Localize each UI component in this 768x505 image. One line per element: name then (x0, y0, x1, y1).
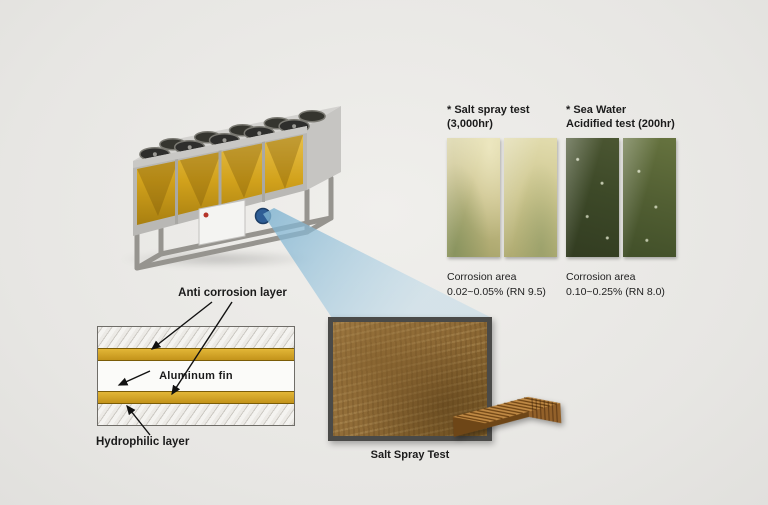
anti-corrosion-label: Anti corrosion layer (178, 287, 287, 299)
unit-top-rail (133, 126, 307, 168)
sea-water-result-caption: Corrosion area 0.10~0.25% (RN 8.0) (566, 270, 680, 299)
aluminum-fin-band: Aluminum fin (98, 361, 294, 391)
unit-end-panel (307, 106, 341, 190)
hydrophilic-band-top (98, 327, 294, 348)
sea-water-title-line2: Acidified test (200hr) (566, 117, 675, 130)
anti-corrosion-band-top (98, 348, 294, 361)
sea-water-title-line1: * Sea Water (566, 104, 627, 116)
sea-water-sample-left (566, 138, 619, 257)
salt-spray-sample-right (504, 138, 557, 257)
sea-water-result-column: * Sea Water Acidified test (200hr) Corro… (566, 104, 680, 299)
hydrophilic-label: Hydrophilic layer (96, 436, 190, 448)
salt-spray-title-line2: (3,000hr) (447, 117, 493, 130)
salt-spray-sample-panels (447, 138, 561, 257)
salt-spray-caption: Salt Spray Test (370, 449, 450, 461)
coil-end-fins (531, 397, 558, 423)
coil-posts (175, 136, 265, 224)
sea-water-sample-panels (566, 138, 680, 257)
hydrophilic-band-bottom (98, 404, 294, 425)
sea-water-sample-right (623, 138, 676, 257)
fin-layer-diagram: Aluminum fin (97, 326, 295, 426)
pump (254, 207, 272, 225)
salt-spray-sample-left (447, 138, 500, 257)
coil-v-shading (137, 135, 303, 216)
salt-spray-title-line1: * Salt spray test (447, 104, 530, 116)
sea-water-result-title: * Sea Water Acidified test (200hr) (566, 104, 680, 132)
salt-spray-caption-line2: 0.02~0.05% (RN 9.5) (447, 285, 546, 298)
sea-water-caption-line1: Corrosion area (566, 271, 636, 283)
coil-fin-lines (456, 397, 557, 423)
logo-dot (203, 212, 209, 218)
salt-spray-result-column: * Salt spray test (3,000hr) Corrosion ar… (447, 104, 561, 299)
anti-corrosion-band-bottom (98, 391, 294, 404)
aluminum-fin-label: Aluminum fin (159, 370, 233, 382)
salt-spray-result-title: * Salt spray test (3,000hr) (447, 104, 561, 132)
fin-coil-3d (452, 396, 562, 437)
salt-spray-test-photo (328, 317, 492, 441)
salt-spray-caption-line1: Corrosion area (447, 271, 517, 283)
sea-water-caption-line2: 0.10~0.25% (RN 8.0) (566, 285, 665, 298)
salt-spray-result-caption: Corrosion area 0.02~0.05% (RN 9.5) (447, 270, 561, 299)
condenser-unit-illustration (133, 106, 341, 271)
unit-control-box (198, 199, 246, 246)
